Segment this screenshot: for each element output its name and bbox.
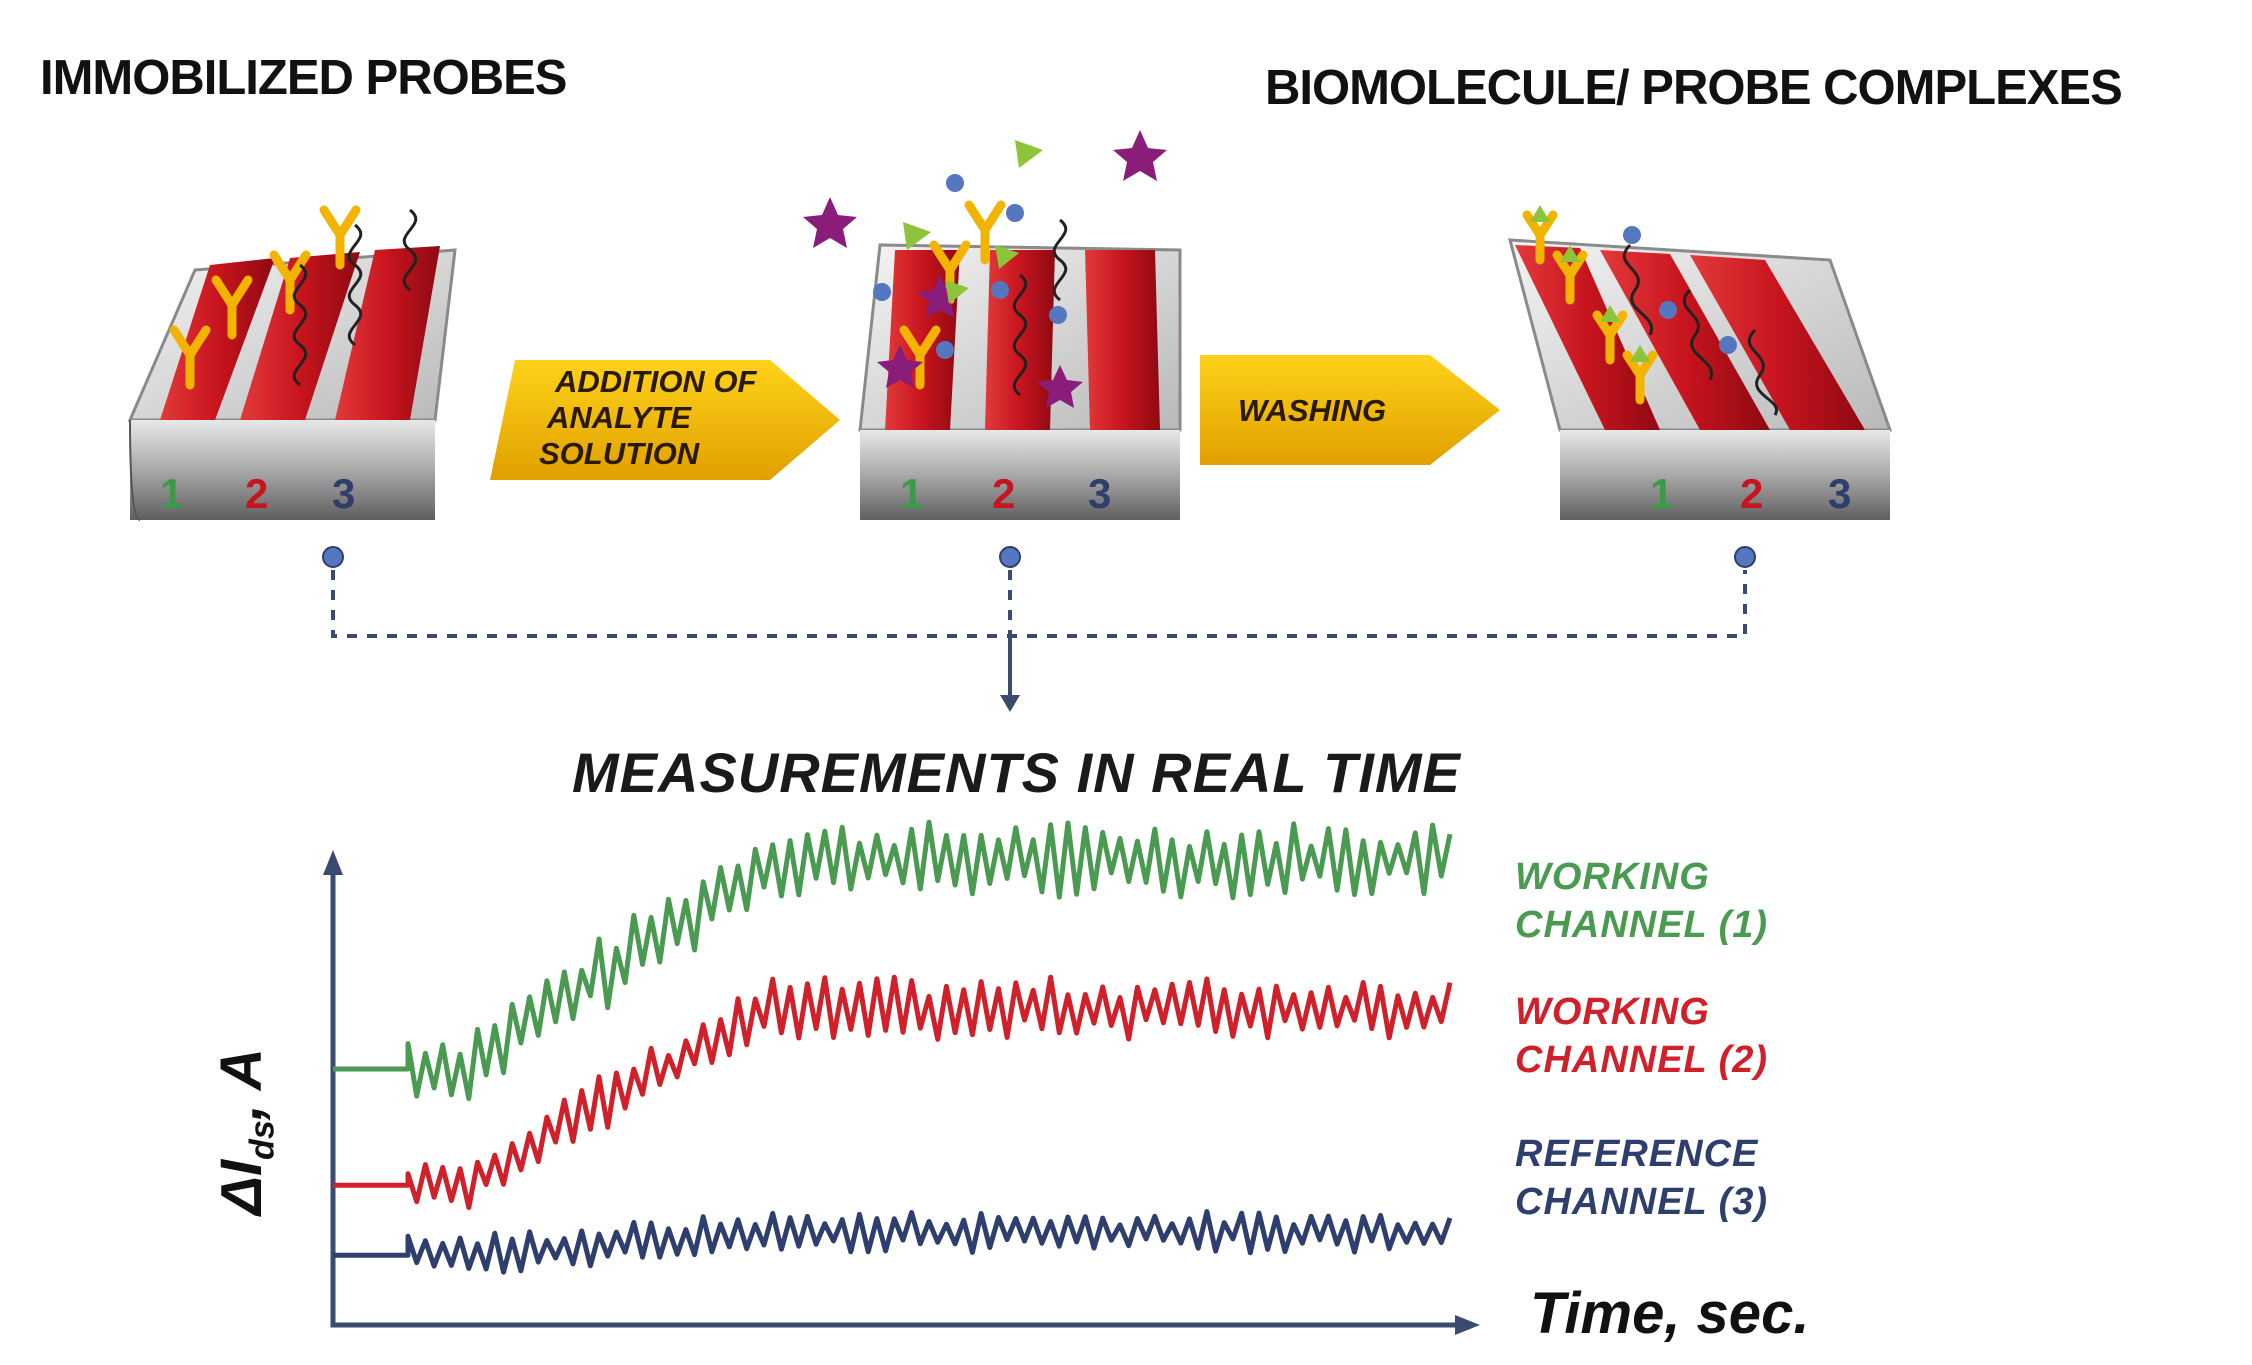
y-axis-arrow <box>323 850 343 875</box>
chip2-channel-2: 2 <box>992 470 1016 517</box>
chip1-channel-3: 3 <box>332 470 356 517</box>
label-addition-line-3: SOLUTION <box>539 436 700 471</box>
legend-ch2-line-1: WORKING <box>1515 991 1710 1033</box>
chip2-channel-3: 3 <box>1088 470 1112 517</box>
label-washing: WASHING <box>1238 393 1387 428</box>
arrow-washing <box>1200 355 1500 465</box>
chip3-channel-2: 2 <box>1740 470 1764 517</box>
chip1-bar-2 <box>240 252 360 420</box>
x-axis-arrow <box>1455 1315 1480 1335</box>
legend-ch2-line-2: CHANNEL (2) <box>1515 1039 1769 1081</box>
series-reference-channel-3 <box>333 1209 1453 1275</box>
legend-ch3-line-2: CHANNEL (3) <box>1515 1181 1769 1223</box>
chip1-channel-2: 2 <box>245 470 269 517</box>
measurement-connectors <box>322 546 1756 712</box>
label-addition-analyte: ADDITION OF ANALYTE SOLUTION <box>539 364 757 472</box>
antibody-probes <box>169 205 361 390</box>
series-working-channel-1 <box>333 819 1453 1101</box>
legend-ch3-line-1: REFERENCE <box>1515 1133 1759 1175</box>
y-axis-label-main: ΔI <box>209 1159 274 1215</box>
legend-ch1-line-2: CHANNEL (1) <box>1515 904 1769 946</box>
legend-working-channel-1: WORKING CHANNEL (1) <box>1515 853 1768 949</box>
chip1-bar-3 <box>335 246 440 420</box>
analyte-particles <box>803 130 1167 408</box>
chip3-channel-1: 1 <box>1650 470 1674 517</box>
legend-ch1-line-1: WORKING <box>1515 856 1710 898</box>
heading-immobilized-probes: IMMOBILIZED PROBES <box>40 51 567 105</box>
label-addition-line-1: ADDITION OF <box>555 364 757 399</box>
chip1-channel-1: 1 <box>160 470 184 517</box>
y-axis-label-sub: ds <box>243 1120 282 1160</box>
dna-probes <box>292 208 418 387</box>
chip-immobilized-probes <box>127 205 457 521</box>
arrow-addition-analyte <box>490 360 840 480</box>
y-axis-label-unit: , A <box>209 1048 274 1121</box>
chip2-channel-1: 1 <box>900 470 924 517</box>
heading-measurements-real-time: MEASUREMENTS IN REAL TIME <box>572 741 1461 804</box>
legend-working-channel-2: WORKING CHANNEL (2) <box>1515 988 1768 1084</box>
legend-reference-channel-3: REFERENCE CHANNEL (3) <box>1515 1130 1768 1226</box>
label-addition-line-2: ANALYTE <box>547 400 692 435</box>
chart-axes <box>323 850 1480 1335</box>
series-working-channel-2 <box>333 974 1453 1210</box>
heading-complexes: BIOMOLECULE/ PROBE COMPLEXES <box>1265 61 2123 115</box>
x-axis-label: Time, sec. <box>1530 1281 1810 1346</box>
chip-complexes <box>1508 205 1893 520</box>
chip3-channel-3: 3 <box>1828 470 1852 517</box>
y-axis-label: ΔIds, A <box>208 1048 283 1215</box>
